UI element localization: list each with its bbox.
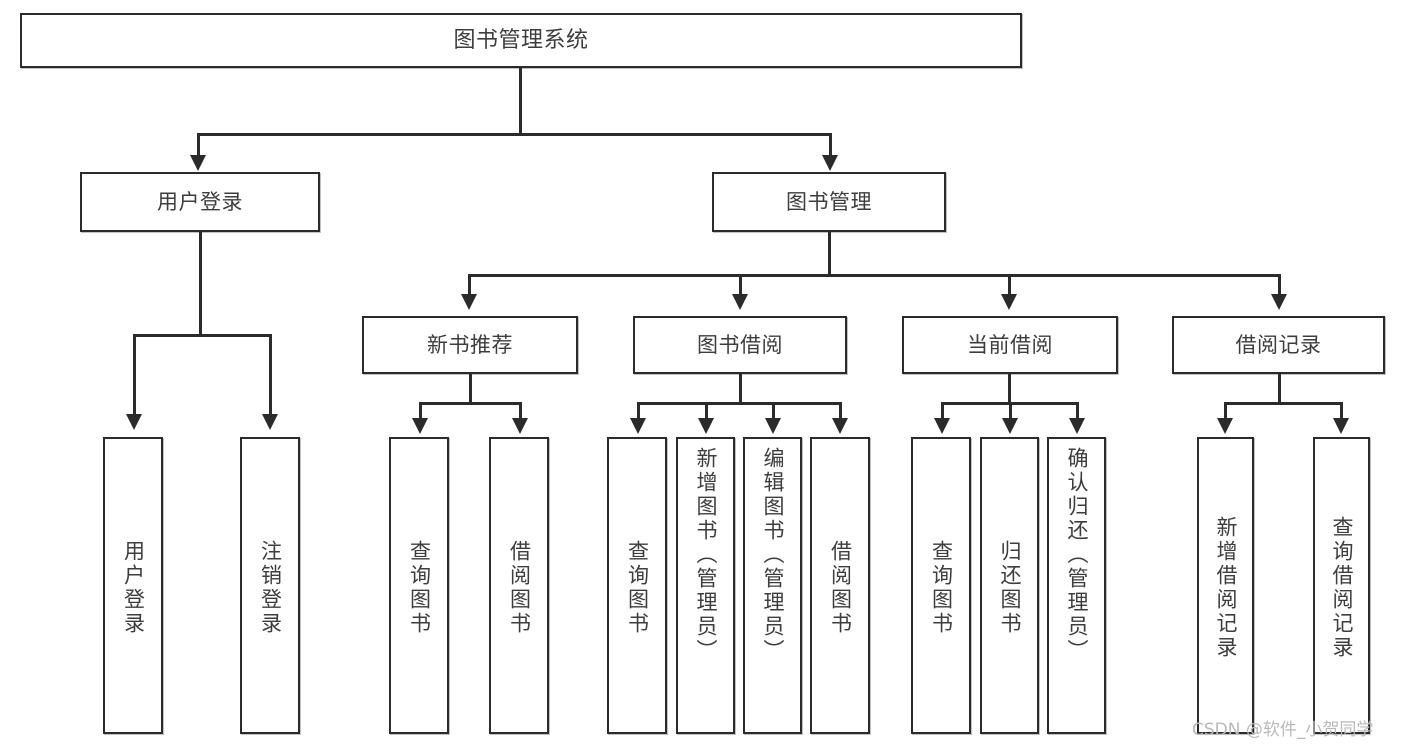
connector-user-login-to-leaf-1 (133, 334, 136, 416)
leaf-query-book-cb[interactable]: 查询图书 (911, 437, 971, 734)
node-label: 借阅记录 (1235, 332, 1322, 357)
leaf-query-borrow-record[interactable]: 查询借阅记录 (1313, 437, 1370, 734)
node-label: 新书推荐 (427, 332, 513, 357)
arrowhead-bb-to-leaf-4 (832, 418, 848, 434)
leaf-borrow-book-bb[interactable]: 借阅图书 (810, 437, 870, 734)
csdn-watermark: CSDN @软件_小贺同学 (1192, 720, 1374, 740)
node-label: 确认归还（管理员） (1065, 447, 1089, 663)
node-label: 查询借阅记录 (1330, 515, 1354, 660)
arrowhead-bm-to-new-book (461, 294, 477, 310)
connector-root-stem (519, 68, 522, 135)
connector-user-login-bus (133, 334, 271, 337)
node-label: 用户登录 (121, 539, 146, 636)
connector-bm-to-current-borrow (1008, 274, 1011, 296)
connector-root-to-book-management (829, 133, 832, 157)
leaf-add-borrow-record[interactable]: 新增借阅记录 (1197, 437, 1254, 734)
arrowhead-bb-to-leaf-1 (630, 418, 646, 434)
connector-bb-to-leaf-4 (839, 402, 842, 420)
connector-nbr-to-leaf-1 (419, 402, 422, 420)
node-root-book-management-system[interactable]: 图书管理系统 (20, 13, 1022, 68)
node-book-borrow[interactable]: 图书借阅 (633, 316, 847, 374)
connector-bm-to-book-borrow (739, 274, 742, 296)
node-user-login[interactable]: 用户登录 (80, 172, 320, 232)
connector-br-to-leaf-2 (1340, 402, 1343, 420)
node-label: 图书管理系统 (453, 27, 589, 53)
arrowhead-cb-to-leaf-2 (1002, 418, 1018, 434)
connector-br-stem (1278, 374, 1281, 404)
arrowhead-nbr-to-leaf-1 (412, 418, 428, 434)
arrowhead-br-to-leaf-1 (1217, 418, 1233, 434)
leaf-edit-book-admin[interactable]: 编辑图书（管理员） (743, 437, 802, 734)
leaf-add-book-admin[interactable]: 新增图书（管理员） (676, 437, 735, 734)
arrowhead-cb-to-leaf-1 (934, 418, 950, 434)
connector-cb-to-leaf-2 (1009, 402, 1012, 420)
node-label: 查询图书 (625, 539, 650, 636)
node-label: 借阅图书 (507, 539, 532, 636)
node-label: 编辑图书（管理员） (761, 447, 785, 663)
connector-br-to-leaf-1 (1224, 402, 1227, 420)
node-label: 借阅图书 (828, 539, 853, 636)
connector-bb-to-leaf-1 (637, 402, 640, 420)
leaf-user-login[interactable]: 用户登录 (103, 437, 163, 734)
connector-root-bus (197, 133, 831, 136)
node-label: 当前借阅 (967, 332, 1053, 357)
connector-user-login-stem (199, 232, 202, 336)
arrowhead-root-to-user-login (190, 155, 206, 171)
node-new-book-recommend[interactable]: 新书推荐 (362, 316, 578, 374)
connector-bm-to-new-book (468, 274, 471, 296)
node-label: 新增图书（管理员） (694, 447, 718, 663)
node-label: 查询图书 (407, 539, 432, 636)
node-label: 用户登录 (157, 189, 243, 214)
connector-root-to-user-login (197, 133, 200, 157)
connector-user-login-to-leaf-2 (269, 334, 272, 416)
connector-bb-bus (637, 402, 841, 405)
node-label: 新增借阅记录 (1214, 515, 1238, 660)
arrowhead-bm-to-borrow-record (1271, 294, 1287, 310)
connector-nbr-to-leaf-2 (519, 402, 522, 420)
connector-bb-to-leaf-3 (772, 402, 775, 420)
arrowhead-bb-to-leaf-3 (765, 418, 781, 434)
node-book-management[interactable]: 图书管理 (712, 172, 946, 232)
arrowhead-bm-to-book-borrow (732, 294, 748, 310)
connector-bb-stem (739, 374, 742, 404)
connector-nbr-stem (469, 374, 472, 404)
arrowhead-bb-to-leaf-2 (698, 418, 714, 434)
connector-nbr-bus (419, 402, 521, 405)
arrowhead-root-to-book-management (822, 155, 838, 171)
connector-book-management-stem (828, 232, 831, 276)
leaf-logout[interactable]: 注销登录 (240, 437, 300, 734)
node-label: 图书管理 (786, 189, 872, 214)
connector-br-bus (1224, 402, 1342, 405)
leaf-confirm-return-admin[interactable]: 确认归还（管理员） (1047, 437, 1106, 734)
node-borrow-record[interactable]: 借阅记录 (1172, 316, 1385, 374)
leaf-query-book-bb[interactable]: 查询图书 (607, 437, 667, 734)
connector-cb-stem (1008, 374, 1011, 404)
connector-bm-to-borrow-record (1278, 274, 1281, 296)
node-label: 查询图书 (929, 539, 954, 636)
connector-book-management-bus (468, 274, 1278, 277)
arrowhead-user-login-to-leaf-2 (262, 414, 278, 430)
connector-bb-to-leaf-2 (705, 402, 708, 420)
arrowhead-cb-to-leaf-3 (1069, 418, 1085, 434)
leaf-query-book-nbr[interactable]: 查询图书 (389, 437, 449, 734)
leaf-borrow-book-nbr[interactable]: 借阅图书 (489, 437, 549, 734)
arrowhead-br-to-leaf-2 (1333, 418, 1349, 434)
arrowhead-bm-to-current-borrow (1001, 294, 1017, 310)
node-current-borrow[interactable]: 当前借阅 (902, 316, 1118, 374)
connector-cb-to-leaf-1 (941, 402, 944, 420)
connector-cb-to-leaf-3 (1076, 402, 1079, 420)
arrowhead-nbr-to-leaf-2 (512, 418, 528, 434)
arrowhead-user-login-to-leaf-1 (126, 414, 142, 430)
node-label: 归还图书 (998, 539, 1022, 636)
node-label: 图书借阅 (697, 332, 783, 357)
node-label: 注销登录 (258, 539, 283, 636)
leaf-return-book[interactable]: 归还图书 (980, 437, 1039, 734)
